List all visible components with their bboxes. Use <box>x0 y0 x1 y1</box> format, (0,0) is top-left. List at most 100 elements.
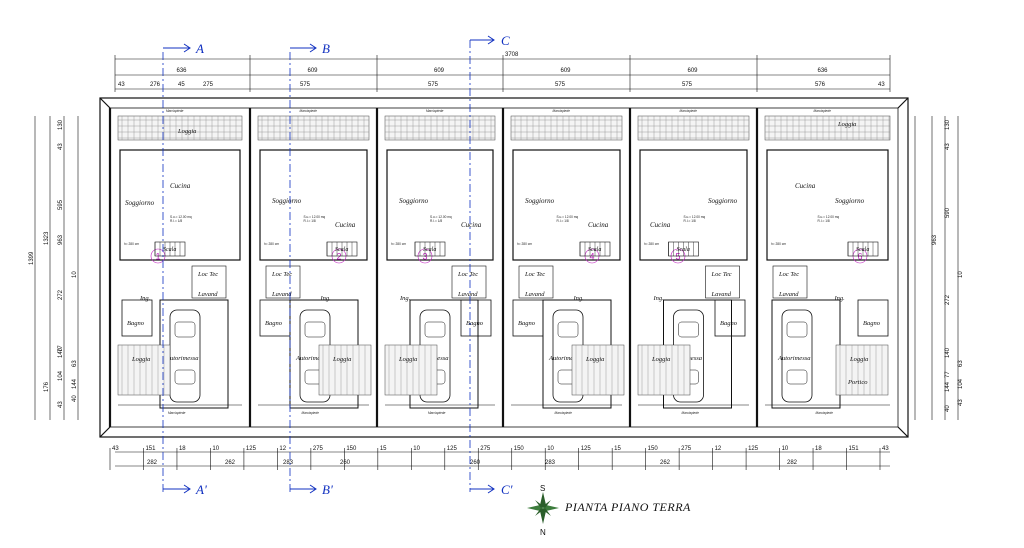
utility-room <box>705 265 740 299</box>
top-unit-dim-label: 636 <box>818 68 829 74</box>
left-dim-label: 63 <box>72 360 78 367</box>
area-label: S.u.= 12.00 mq <box>170 215 192 219</box>
left-dim-label: 144 <box>72 378 78 389</box>
room-label-ing: Ing. <box>399 295 411 302</box>
height-label: h= 280 cm <box>264 242 279 246</box>
unit-number: 2 <box>337 252 342 262</box>
bottom-dim-label-2: 282 <box>147 460 158 466</box>
marciapiede-top-label: Marciapiede <box>553 109 571 113</box>
right-dim-label: 40 <box>945 405 951 412</box>
room-label-loc-tec: Loc Tec <box>778 271 799 278</box>
section-label-b: B <box>322 41 330 56</box>
bottom-dim-label: 10 <box>547 446 554 452</box>
left-dim-label: 1399 <box>29 251 35 265</box>
top-unit-dim-label: 636 <box>177 68 188 74</box>
room-label-loc-tec: Loc Tec <box>711 271 732 278</box>
loggia-top <box>257 115 370 141</box>
area-label: S.u.= 12.00 mq <box>818 215 840 219</box>
left-dim-label: 1323 <box>44 231 50 245</box>
top-sub-dim-label: 45 <box>178 82 185 88</box>
room-label-scala: Scala <box>335 247 348 253</box>
room-label-loc-tec: Loc Tec <box>271 271 292 278</box>
unit-number: 3 <box>423 252 428 262</box>
bathroom <box>857 299 889 337</box>
right-dim-label: 272 <box>945 294 951 305</box>
section-label-b-prime: B' <box>322 482 333 497</box>
right-dim-label: 43 <box>945 143 951 150</box>
room-label-loc-tec: Loc Tec <box>524 271 545 278</box>
room-label-scala: Scala <box>163 247 176 253</box>
room-label-loggia-top-1: Loggia <box>177 128 196 135</box>
unit-number: 4 <box>590 252 595 262</box>
loggia-bottom <box>571 344 625 396</box>
compass-rose <box>527 492 559 524</box>
top-sub-dim-label: 575 <box>682 82 693 88</box>
compass-south-label: S <box>540 484 545 493</box>
ratio-label: R.I.= 1/8 <box>304 219 316 223</box>
marciapiede-top-label: Marciapiede <box>680 109 698 113</box>
plan-title: PIANTA PIANO TERRA <box>564 500 691 514</box>
marciapiede-bottom-label: Marciapiede <box>168 411 186 415</box>
marciapiede-bottom-label: Marciapiede <box>428 411 446 415</box>
room-label-portico: Portico <box>847 379 868 386</box>
bottom-dim-label-2: 282 <box>787 460 798 466</box>
section-label-c-prime: C' <box>501 482 513 497</box>
bottom-dim-label: 275 <box>313 446 324 452</box>
marciapiede-bottom-label: Marciapiede <box>302 411 320 415</box>
right-dim-label: 77 <box>945 371 951 378</box>
top-sub-dim-label: 575 <box>555 82 566 88</box>
marciapiede-bottom-label: Marciapiede <box>682 411 700 415</box>
bottom-dim-label: 10 <box>413 446 420 452</box>
living-room-wall <box>639 149 748 261</box>
loggia-top <box>637 115 750 141</box>
living-room-wall <box>766 149 889 261</box>
room-label-lavand: Lavand <box>457 291 478 298</box>
bottom-dim-label: 12 <box>715 446 722 452</box>
height-label: h= 280 cm <box>644 242 659 246</box>
right-dim-label: 130 <box>945 119 951 130</box>
right-dim-label: 140 <box>945 347 951 358</box>
room-label-lavand: Lavand <box>197 291 218 298</box>
room-label-bagno: Bagno <box>127 320 145 327</box>
room-label-bagno: Bagno <box>466 320 484 327</box>
bottom-dim-label: 18 <box>815 446 822 452</box>
bottom-dim-label: 12 <box>279 446 286 452</box>
bottom-dim-label-2: 262 <box>660 460 671 466</box>
room-label-bagno: Bagno <box>863 320 881 327</box>
left-dim-label: 176 <box>44 381 50 392</box>
height-label: h= 280 cm <box>391 242 406 246</box>
room-label-loggia: Loggia <box>131 356 150 363</box>
room-label-soggiorno: Soggiorno <box>399 197 429 205</box>
room-label-autorimessa: Autorimessa <box>295 355 329 362</box>
left-dim-label: 130 <box>58 119 64 130</box>
top-dimension-lines <box>114 55 891 92</box>
room-label-ing: Ing. <box>834 295 846 302</box>
car-windshield <box>174 321 196 338</box>
loggia-top <box>384 115 496 141</box>
room-label-loc-tec: Loc Tec <box>197 271 218 278</box>
car-windshield <box>557 321 579 338</box>
top-sub-dim-label: 575 <box>428 82 439 88</box>
room-label-scala: Scala <box>588 247 601 253</box>
room-label-lavand: Lavand <box>271 291 292 298</box>
room-label-loggia-top-6: Loggia <box>837 121 856 128</box>
bottom-dim-label-2: 260 <box>340 460 351 466</box>
bottom-dim-label: 275 <box>480 446 491 452</box>
height-label: h= 280 cm <box>124 242 139 246</box>
bottom-dim-label: 150 <box>514 446 525 452</box>
utility-room <box>265 265 301 299</box>
area-label: S.u.= 12.00 mq <box>304 215 326 219</box>
room-label-soggiorno: Soggiorno <box>525 197 555 205</box>
room-label-cucina: Cucina <box>170 182 191 190</box>
car-rear-window <box>174 369 196 385</box>
room-label-loggia: Loggia <box>398 356 417 363</box>
bottom-dim-label: 125 <box>447 446 458 452</box>
ratio-label: R.I.= 1/8 <box>818 219 830 223</box>
bottom-dim-label: 125 <box>246 446 257 452</box>
ratio-label: R.I.= 1/8 <box>430 219 442 223</box>
utility-room <box>772 265 808 299</box>
